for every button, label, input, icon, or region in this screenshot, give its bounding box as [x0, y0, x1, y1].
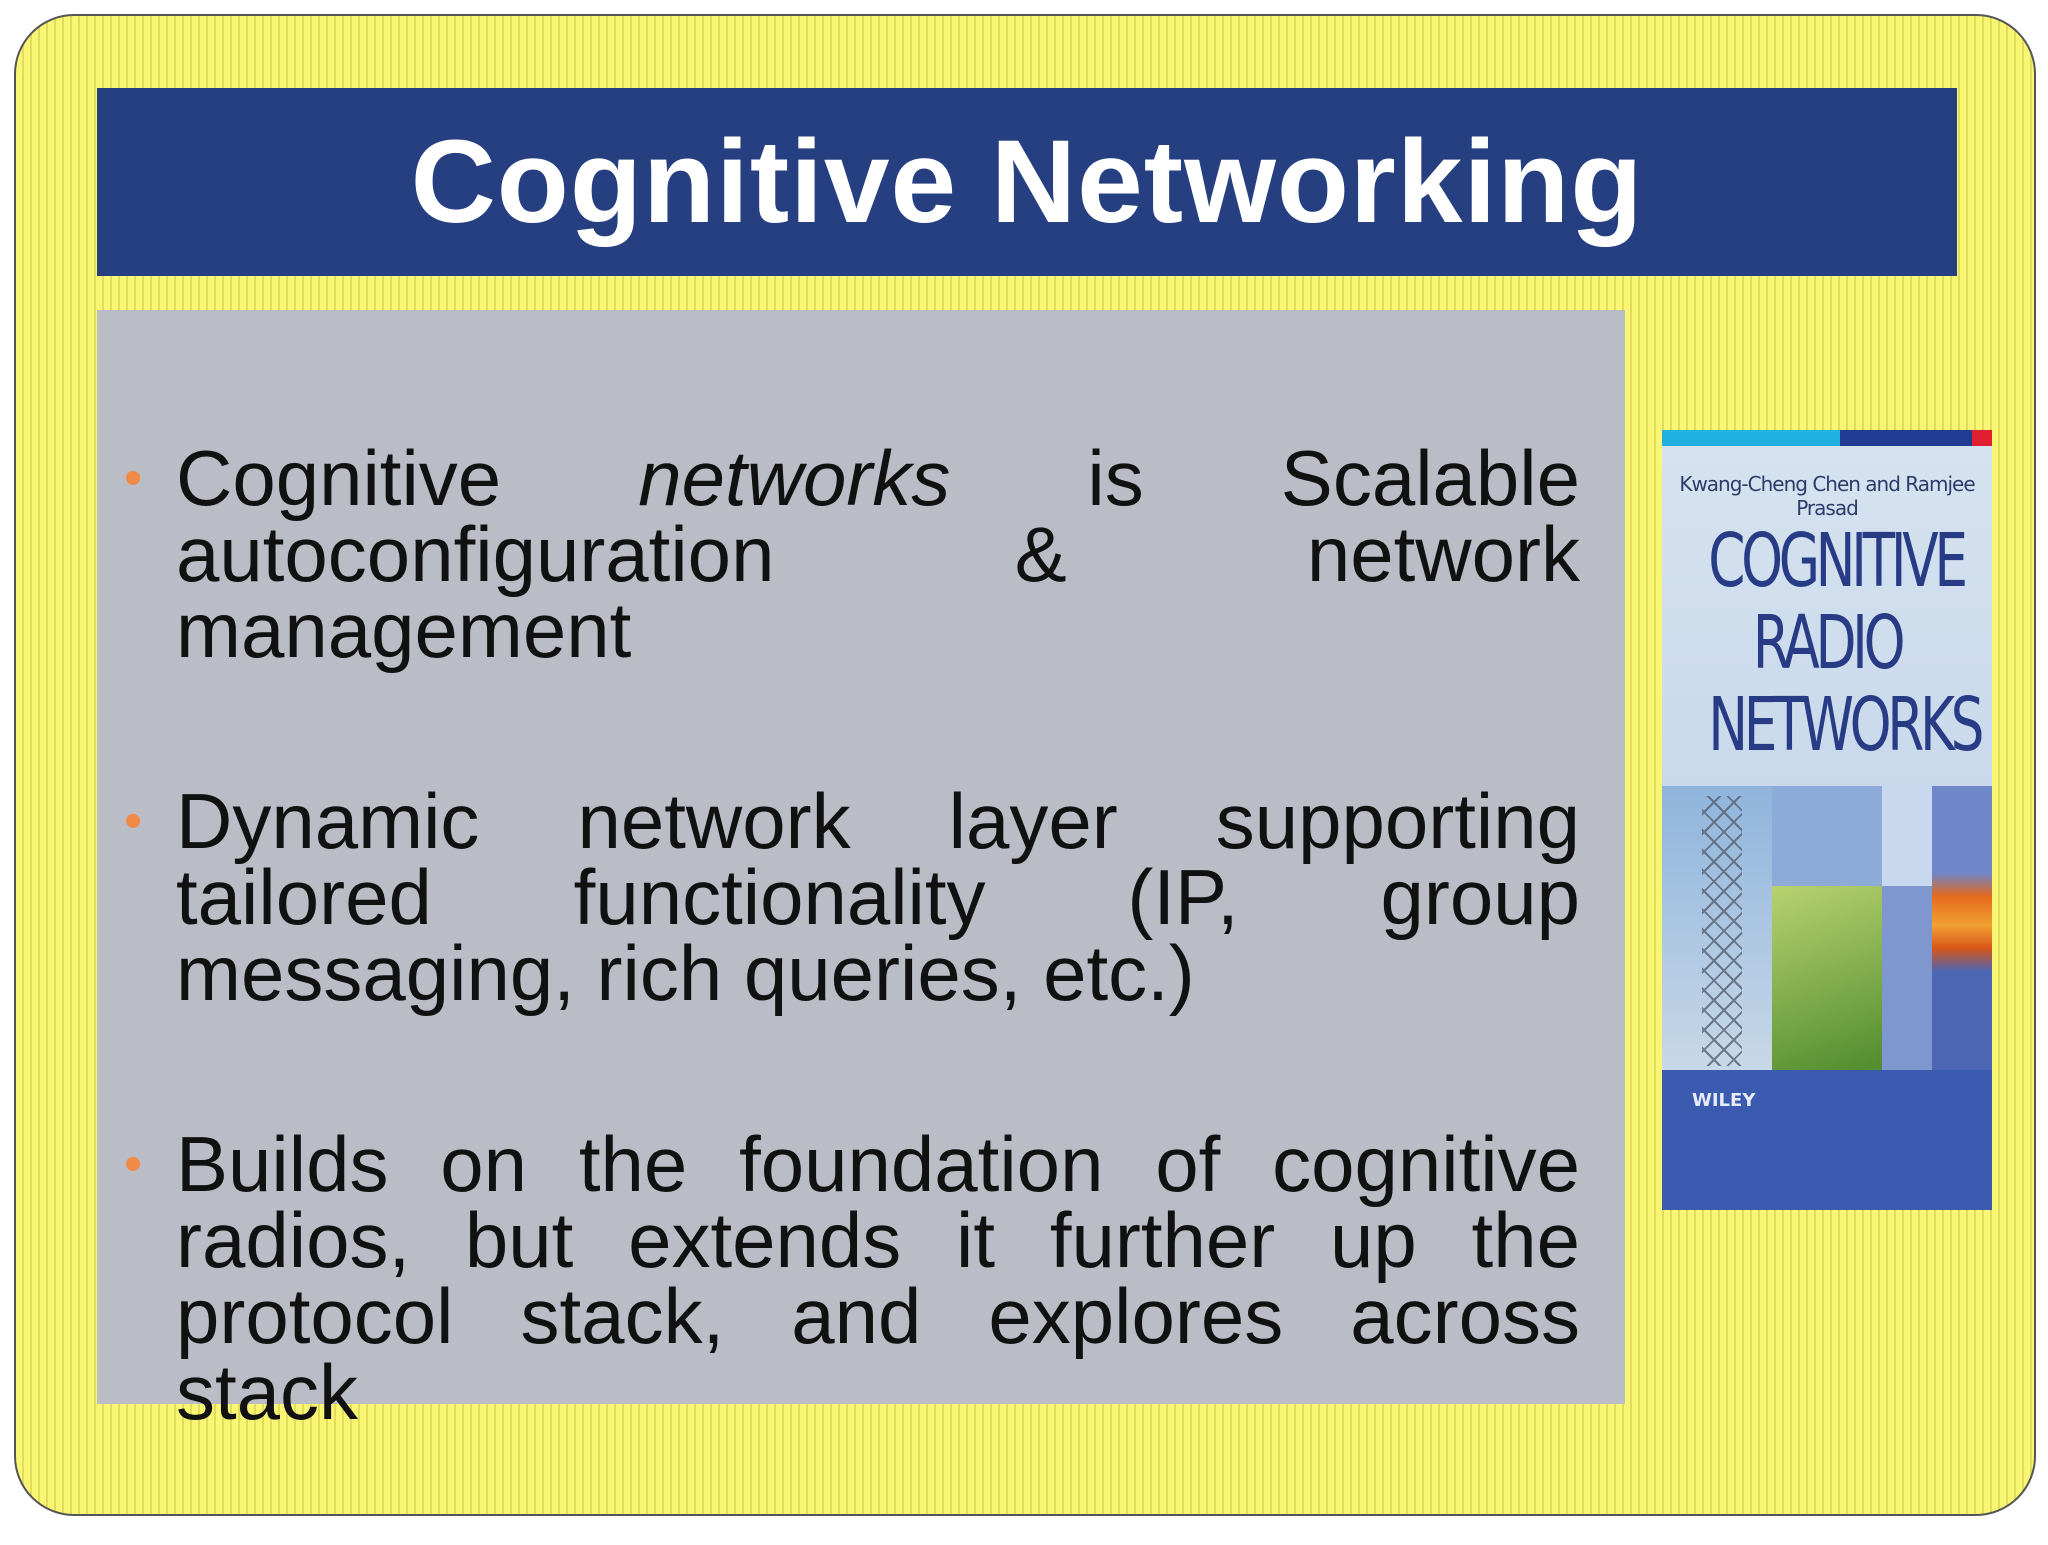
cover-title-line: NETWORKS — [1708, 682, 1984, 768]
bullet-marker: • — [124, 1135, 143, 1193]
cover-authors: Kwang-Cheng Chen and Ramjee Prasad — [1679, 472, 1975, 520]
title-bar: Cognitive Networking — [97, 88, 1957, 276]
bullet-text-emphasis: networks — [638, 434, 951, 522]
bullet-item: •Dynamic network layer supporting tailor… — [124, 782, 1580, 1012]
cover-bottom-band — [1662, 1070, 1992, 1210]
bullet-item: •Builds on the foundation of cognitive r… — [124, 1125, 1580, 1431]
cover-stripe — [1662, 430, 1992, 446]
bullet-item: •Cognitive networks is Scalable autoconf… — [124, 439, 1580, 669]
cover-tile-grass — [1772, 886, 1882, 1076]
cover-title-line: COGNITIVE — [1708, 518, 1968, 604]
cover-title: COGNITIVE RADIO NETWORKS — [1662, 520, 1992, 766]
cover-publisher-logo: WILEY — [1692, 1090, 1756, 1111]
bullet-text: Cognitive — [176, 434, 639, 522]
bullet-list: •Cognitive networks is Scalable autoconf… — [124, 439, 1580, 1545]
bullet-text: Dynamic network layer supporting tailore… — [176, 777, 1580, 1017]
cover-tile-blue — [1772, 786, 1882, 886]
cover-title-line: RADIO — [1752, 600, 1906, 686]
cover-tile-tower — [1702, 796, 1742, 1066]
slide-title: Cognitive Networking — [410, 116, 1644, 248]
bullet-text: Builds on the foundation of cognitive ra… — [176, 1120, 1580, 1436]
bullet-marker: • — [124, 449, 143, 507]
cover-tile-light — [1882, 786, 1932, 886]
bullet-marker: • — [124, 792, 143, 850]
content-panel — [97, 310, 1625, 1404]
slide: Cognitive Networking Kwang-Cheng Chen an… — [14, 14, 2036, 1516]
cover-tile-signal — [1932, 786, 1992, 1076]
bullet-text: is Scalable autoconfiguration & network … — [176, 434, 1580, 674]
cover-photo-mosaic — [1662, 786, 1992, 1106]
book-cover-image: Kwang-Cheng Chen and Ramjee Prasad COGNI… — [1662, 430, 1992, 1210]
